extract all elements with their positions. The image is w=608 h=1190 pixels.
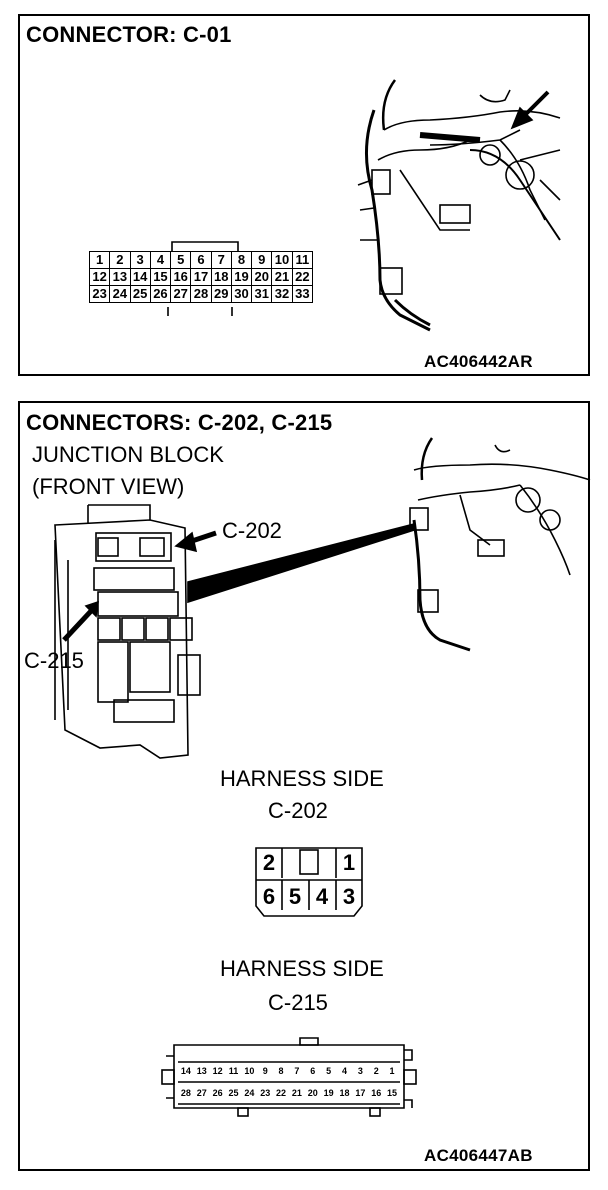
c215-pin-9: 9 [262, 1066, 268, 1076]
c215-pin-1: 1 [389, 1066, 395, 1076]
c215-pin-26: 26 [212, 1088, 223, 1098]
c215-harness-side-label: HARNESS SIDE [220, 956, 384, 981]
c215-pin-14: 14 [180, 1066, 191, 1076]
c215-pin-16: 16 [371, 1088, 382, 1098]
c01-pin-29: 29 [210, 285, 232, 303]
c215-pin-5: 5 [326, 1066, 332, 1076]
c215-pin-7: 7 [294, 1066, 300, 1076]
c215-pin-10: 10 [244, 1066, 255, 1076]
c202-pin-5: 5 [288, 884, 302, 909]
c215-pin-13: 13 [196, 1066, 207, 1076]
c215-pin-21: 21 [291, 1088, 302, 1098]
c01-pin-30: 30 [230, 285, 253, 303]
connectors-c202-c215-panel [18, 401, 590, 1171]
c215-connector-outline [161, 1037, 417, 1117]
c01-pin-28: 28 [190, 285, 212, 303]
c202-pin-3: 3 [342, 884, 356, 909]
c215-pin-28: 28 [180, 1088, 191, 1098]
panel1-figure-code: AC406442AR [424, 352, 533, 371]
front-view-label: (FRONT VIEW) [32, 474, 185, 499]
junction-block-label: JUNCTION BLOCK [32, 442, 224, 467]
c01-pin-22: 22 [291, 268, 314, 286]
c202-pin-2: 2 [262, 850, 276, 875]
c01-pin-17: 17 [190, 268, 212, 286]
panel2-figure-code: AC406447AB [424, 1146, 533, 1165]
c01-pin-19: 19 [230, 268, 253, 286]
c01-pin-33: 33 [291, 285, 314, 303]
dashboard-harness-illustration-1 [357, 79, 561, 332]
panel2-title: CONNECTORS: C-202, C-215 [26, 410, 333, 435]
c202-pin-1: 1 [342, 850, 356, 875]
c215-callout-label: C-215 [24, 648, 84, 673]
c202-callout-label: C-202 [222, 518, 282, 543]
c215-pin-24: 24 [244, 1088, 255, 1098]
c215-pin-4: 4 [341, 1066, 347, 1076]
c215-pin-17: 17 [355, 1088, 366, 1098]
c215-pin-23: 23 [260, 1088, 271, 1098]
c215-pin-6: 6 [310, 1066, 316, 1076]
c202-pin-6: 6 [262, 884, 276, 909]
c215-pin-11: 11 [228, 1066, 239, 1076]
dashboard-harness-illustration-2 [409, 437, 591, 652]
c215-pin-2: 2 [373, 1066, 379, 1076]
location-wedge [187, 522, 415, 604]
panel1-title: CONNECTOR: C-01 [26, 22, 232, 47]
c215-pin-12: 12 [212, 1066, 223, 1076]
c01-pin-23: 23 [88, 285, 111, 303]
arrow-c215 [62, 608, 94, 642]
junction-block-drawing [54, 504, 201, 759]
c01-latch-tab [171, 241, 239, 251]
c01-pin-25: 25 [129, 285, 151, 303]
c202-connector-outline [255, 847, 363, 917]
c215-pin-3: 3 [357, 1066, 363, 1076]
c215-pin-25: 25 [228, 1088, 239, 1098]
c215-pin-15: 15 [387, 1088, 398, 1098]
c215-pin-20: 20 [307, 1088, 318, 1098]
c215-pin-8: 8 [278, 1066, 284, 1076]
c202-pin-4: 4 [315, 884, 329, 909]
c215-pin-18: 18 [339, 1088, 350, 1098]
c01-pin-14: 14 [129, 268, 151, 286]
c215-pin-19: 19 [323, 1088, 334, 1098]
c01-pin-11: 11 [291, 251, 314, 269]
c01-pin-21: 21 [271, 268, 293, 286]
c215-pin-27: 27 [196, 1088, 207, 1098]
connector-c01-panel [18, 14, 590, 376]
c01-pin-18: 18 [210, 268, 232, 286]
c01-pin-31: 31 [251, 285, 273, 303]
c202-harness-side-label: HARNESS SIDE [220, 766, 384, 791]
c202-name-label: C-202 [268, 798, 328, 823]
c215-name-label: C-215 [268, 990, 328, 1015]
c215-pin-22: 22 [276, 1088, 287, 1098]
